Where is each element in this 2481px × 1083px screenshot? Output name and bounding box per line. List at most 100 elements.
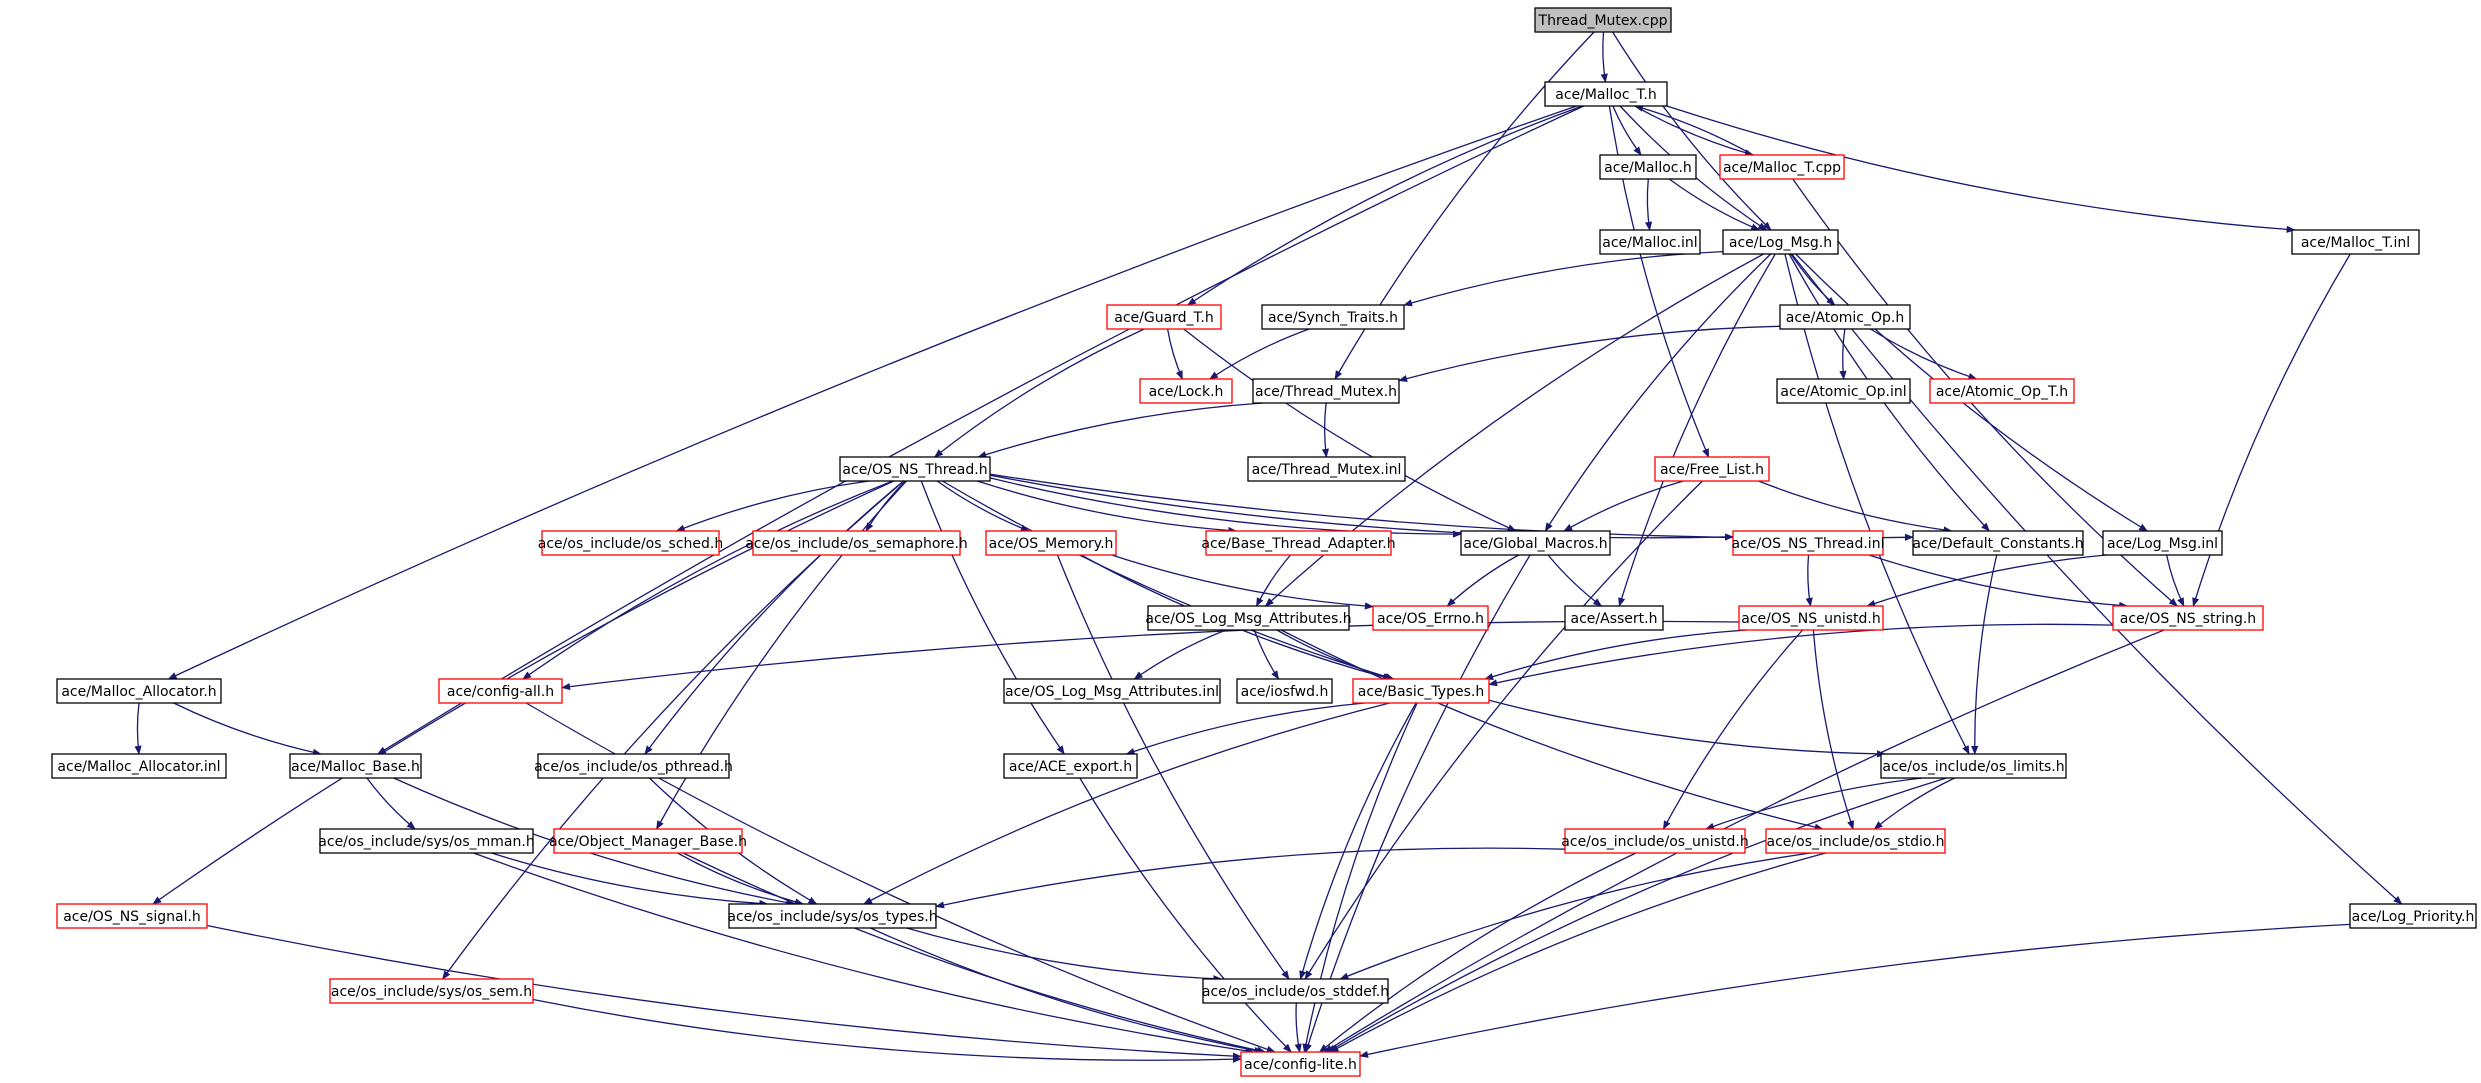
- node-synch-traits-h[interactable]: ace/Synch_Traits.h: [1261, 304, 1405, 330]
- node-os-log-msg-attributes-h[interactable]: ace/OS_Log_Msg_Attributes.h: [1145, 605, 1352, 631]
- edge-os-ns-thread-h-to-os-pthread-h: [644, 480, 905, 755]
- node-label-os-log-msg-attributes-inl: ace/OS_Log_Msg_Attributes.inl: [1005, 684, 1219, 700]
- node-label-log-msg-inl: ace/Log_Msg.inl: [2107, 536, 2218, 552]
- node-sys-os-sem-h[interactable]: ace/os_include/sys/os_sem.h: [329, 978, 534, 1004]
- node-box-thread-mutex-cpp: [1534, 7, 1672, 33]
- node-free-list-h[interactable]: ace/Free_List.h: [1654, 456, 1770, 482]
- node-default-constants-h[interactable]: ace/Default_Constants.h: [1912, 530, 2084, 556]
- node-lock-h[interactable]: ace/Lock.h: [1139, 378, 1233, 404]
- edge-os-unistd-h-to-sys-os-types-h: [935, 847, 1566, 909]
- node-box-sys-os-types-h: [728, 903, 937, 929]
- node-os-stdio-h[interactable]: ace/os_include/os_stdio.h: [1765, 828, 1946, 854]
- node-malloc-base-h[interactable]: ace/Malloc_Base.h: [289, 753, 422, 779]
- node-os-ns-thread-h[interactable]: ace/OS_NS_Thread.h: [839, 456, 991, 482]
- node-sys-os-mman-h[interactable]: ace/os_include/sys/os_mman.h: [318, 828, 535, 854]
- edge-os-log-msg-attributes-h-to-basic-types-h: [1276, 629, 1394, 681]
- node-os-log-msg-attributes-inl[interactable]: ace/OS_Log_Msg_Attributes.inl: [1003, 678, 1221, 704]
- node-os-errno-h[interactable]: ace/OS_Errno.h: [1372, 605, 1489, 631]
- edge-thread-mutex-h-to-thread-mutex-inl: [1321, 402, 1329, 458]
- node-box-malloc-base-h: [289, 753, 422, 779]
- node-ace-export-h[interactable]: ace/ACE_export.h: [1003, 753, 1138, 779]
- node-os-ns-thread-inl[interactable]: ace/OS_NS_Thread.inl: [1732, 530, 1885, 556]
- node-guard-t-h[interactable]: ace/Guard_T.h: [1106, 304, 1222, 330]
- node-global-macros-h[interactable]: ace/Global_Macros.h: [1460, 530, 1611, 556]
- node-box-os-ns-signal-h: [56, 903, 208, 929]
- node-thread-mutex-inl[interactable]: ace/Thread_Mutex.inl: [1247, 456, 1406, 482]
- node-label-atomic-op-inl: ace/Atomic_Op.inl: [1780, 384, 1906, 400]
- node-label-os-memory-h: ace/OS_Memory.h: [989, 536, 1114, 552]
- node-box-os-log-msg-attributes-h: [1147, 605, 1350, 631]
- node-label-thread-mutex-h: ace/Thread_Mutex.h: [1255, 384, 1397, 400]
- node-box-global-macros-h: [1460, 530, 1611, 556]
- node-box-iosfwd-h: [1236, 678, 1333, 704]
- edge-malloc-t-h-to-malloc-t-cpp: [1634, 105, 1754, 157]
- node-box-assert-h: [1564, 605, 1664, 631]
- node-log-priority-h[interactable]: ace/Log_Priority.h: [2349, 903, 2477, 929]
- edge-guard-t-h-to-lock-h: [1166, 328, 1183, 380]
- node-os-semaphore-h[interactable]: ace/os_include/os_semaphore.h: [745, 530, 968, 556]
- node-malloc-t-cpp[interactable]: ace/Malloc_T.cpp: [1719, 154, 1845, 180]
- node-box-thread-mutex-h: [1252, 378, 1400, 404]
- node-os-memory-h[interactable]: ace/OS_Memory.h: [985, 530, 1117, 556]
- node-os-stddef-h[interactable]: ace/os_include/os_stddef.h: [1202, 978, 1389, 1004]
- node-malloc-inl[interactable]: ace/Malloc.inl: [1599, 229, 1701, 255]
- edge-os-limits-h-to-os-unistd-h: [1705, 777, 1923, 830]
- node-config-lite-h[interactable]: ace/config-lite.h: [1240, 1051, 1361, 1077]
- node-malloc-t-h[interactable]: ace/Malloc_T.h: [1544, 81, 1668, 107]
- edge-os-ns-unistd-h-to-basic-types-h: [1484, 629, 1747, 681]
- node-malloc-h[interactable]: ace/Malloc.h: [1599, 154, 1697, 180]
- edge-malloc-base-h-to-sys-os-mman-h: [366, 777, 416, 830]
- edge-malloc-t-inl-to-os-ns-string-h: [2192, 253, 2351, 607]
- edge-os-ns-thread-h-to-os-sched-h: [675, 480, 869, 532]
- edge-malloc-t-h-to-malloc-h: [1612, 105, 1642, 156]
- node-os-sched-h[interactable]: ace/os_include/os_sched.h: [538, 530, 723, 556]
- node-sys-os-types-h[interactable]: ace/os_include/sys/os_types.h: [727, 903, 938, 929]
- node-atomic-op-t-h[interactable]: ace/Atomic_Op_T.h: [1929, 378, 2075, 404]
- node-box-ace-export-h: [1003, 753, 1138, 779]
- node-os-ns-unistd-h[interactable]: ace/OS_NS_unistd.h: [1738, 605, 1884, 631]
- node-malloc-allocator-h[interactable]: ace/Malloc_Allocator.h: [56, 678, 222, 704]
- node-os-limits-h[interactable]: ace/os_include/os_limits.h: [1880, 753, 2067, 779]
- edge-thread-mutex-h-to-os-ns-thread-h: [977, 402, 1263, 458]
- node-os-unistd-h[interactable]: ace/os_include/os_unistd.h: [1561, 828, 1749, 854]
- node-label-thread-mutex-inl: ace/Thread_Mutex.inl: [1252, 462, 1402, 478]
- node-object-manager-base-h[interactable]: ace/Object_Manager_Base.h: [549, 828, 747, 854]
- edge-free-list-h-to-default-constants-h: [1758, 480, 1953, 534]
- node-atomic-op-inl[interactable]: ace/Atomic_Op.inl: [1776, 378, 1911, 404]
- edge-os-ns-thread-h-to-config-all-h: [522, 480, 893, 680]
- node-base-thread-adapter-h[interactable]: ace/Base_Thread_Adapter.h: [1201, 530, 1396, 556]
- node-malloc-allocator-inl[interactable]: ace/Malloc_Allocator.inl: [51, 753, 227, 779]
- node-atomic-op-h[interactable]: ace/Atomic_Op.h: [1779, 304, 1911, 330]
- node-box-os-stdio-h: [1765, 828, 1946, 854]
- node-label-config-lite-h: ace/config-lite.h: [1244, 1057, 1357, 1073]
- edge-object-manager-base-h-to-config-lite-h: [682, 852, 1267, 1054]
- node-box-sys-os-sem-h: [329, 978, 534, 1004]
- node-log-msg-inl[interactable]: ace/Log_Msg.inl: [2102, 530, 2223, 556]
- node-label-sys-os-sem-h: ace/os_include/sys/os_sem.h: [331, 984, 532, 1000]
- node-malloc-t-inl[interactable]: ace/Malloc_T.inl: [2291, 229, 2420, 255]
- node-os-pthread-h[interactable]: ace/os_include/os_pthread.h: [534, 753, 733, 779]
- node-thread-mutex-cpp[interactable]: Thread_Mutex.cpp: [1534, 7, 1672, 33]
- node-thread-mutex-h[interactable]: ace/Thread_Mutex.h: [1252, 378, 1400, 404]
- edge-os-ns-unistd-h-to-config-all-h: [561, 620, 1740, 691]
- edge-os-stdio-h-to-os-stddef-h: [1339, 852, 1811, 980]
- node-box-free-list-h: [1654, 456, 1770, 482]
- node-label-malloc-t-cpp: ace/Malloc_T.cpp: [1723, 160, 1841, 176]
- edge-log-msg-h-to-log-priority-h: [1791, 253, 2403, 905]
- node-basic-types-h[interactable]: ace/Basic_Types.h: [1352, 678, 1490, 704]
- node-assert-h[interactable]: ace/Assert.h: [1564, 605, 1664, 631]
- node-os-ns-signal-h[interactable]: ace/OS_NS_signal.h: [56, 903, 208, 929]
- node-log-msg-h[interactable]: ace/Log_Msg.h: [1722, 229, 1839, 255]
- node-box-guard-t-h: [1106, 304, 1222, 330]
- node-box-os-sched-h: [541, 530, 720, 556]
- node-label-sys-os-mman-h: ace/os_include/sys/os_mman.h: [318, 834, 534, 850]
- edge-os-limits-h-to-os-stdio-h: [1873, 777, 1955, 830]
- node-label-malloc-allocator-inl: ace/Malloc_Allocator.inl: [57, 759, 220, 775]
- node-config-all-h[interactable]: ace/config-all.h: [438, 678, 563, 704]
- edge-os-ns-thread-h-to-base-thread-adapter-h: [977, 480, 1238, 535]
- node-box-os-ns-string-h: [2112, 605, 2264, 631]
- node-iosfwd-h[interactable]: ace/iosfwd.h: [1236, 678, 1333, 704]
- node-box-atomic-op-inl: [1776, 378, 1911, 404]
- node-os-ns-string-h[interactable]: ace/OS_NS_string.h: [2112, 605, 2264, 631]
- edge-log-msg-h-to-atomic-op-h: [1790, 253, 1836, 306]
